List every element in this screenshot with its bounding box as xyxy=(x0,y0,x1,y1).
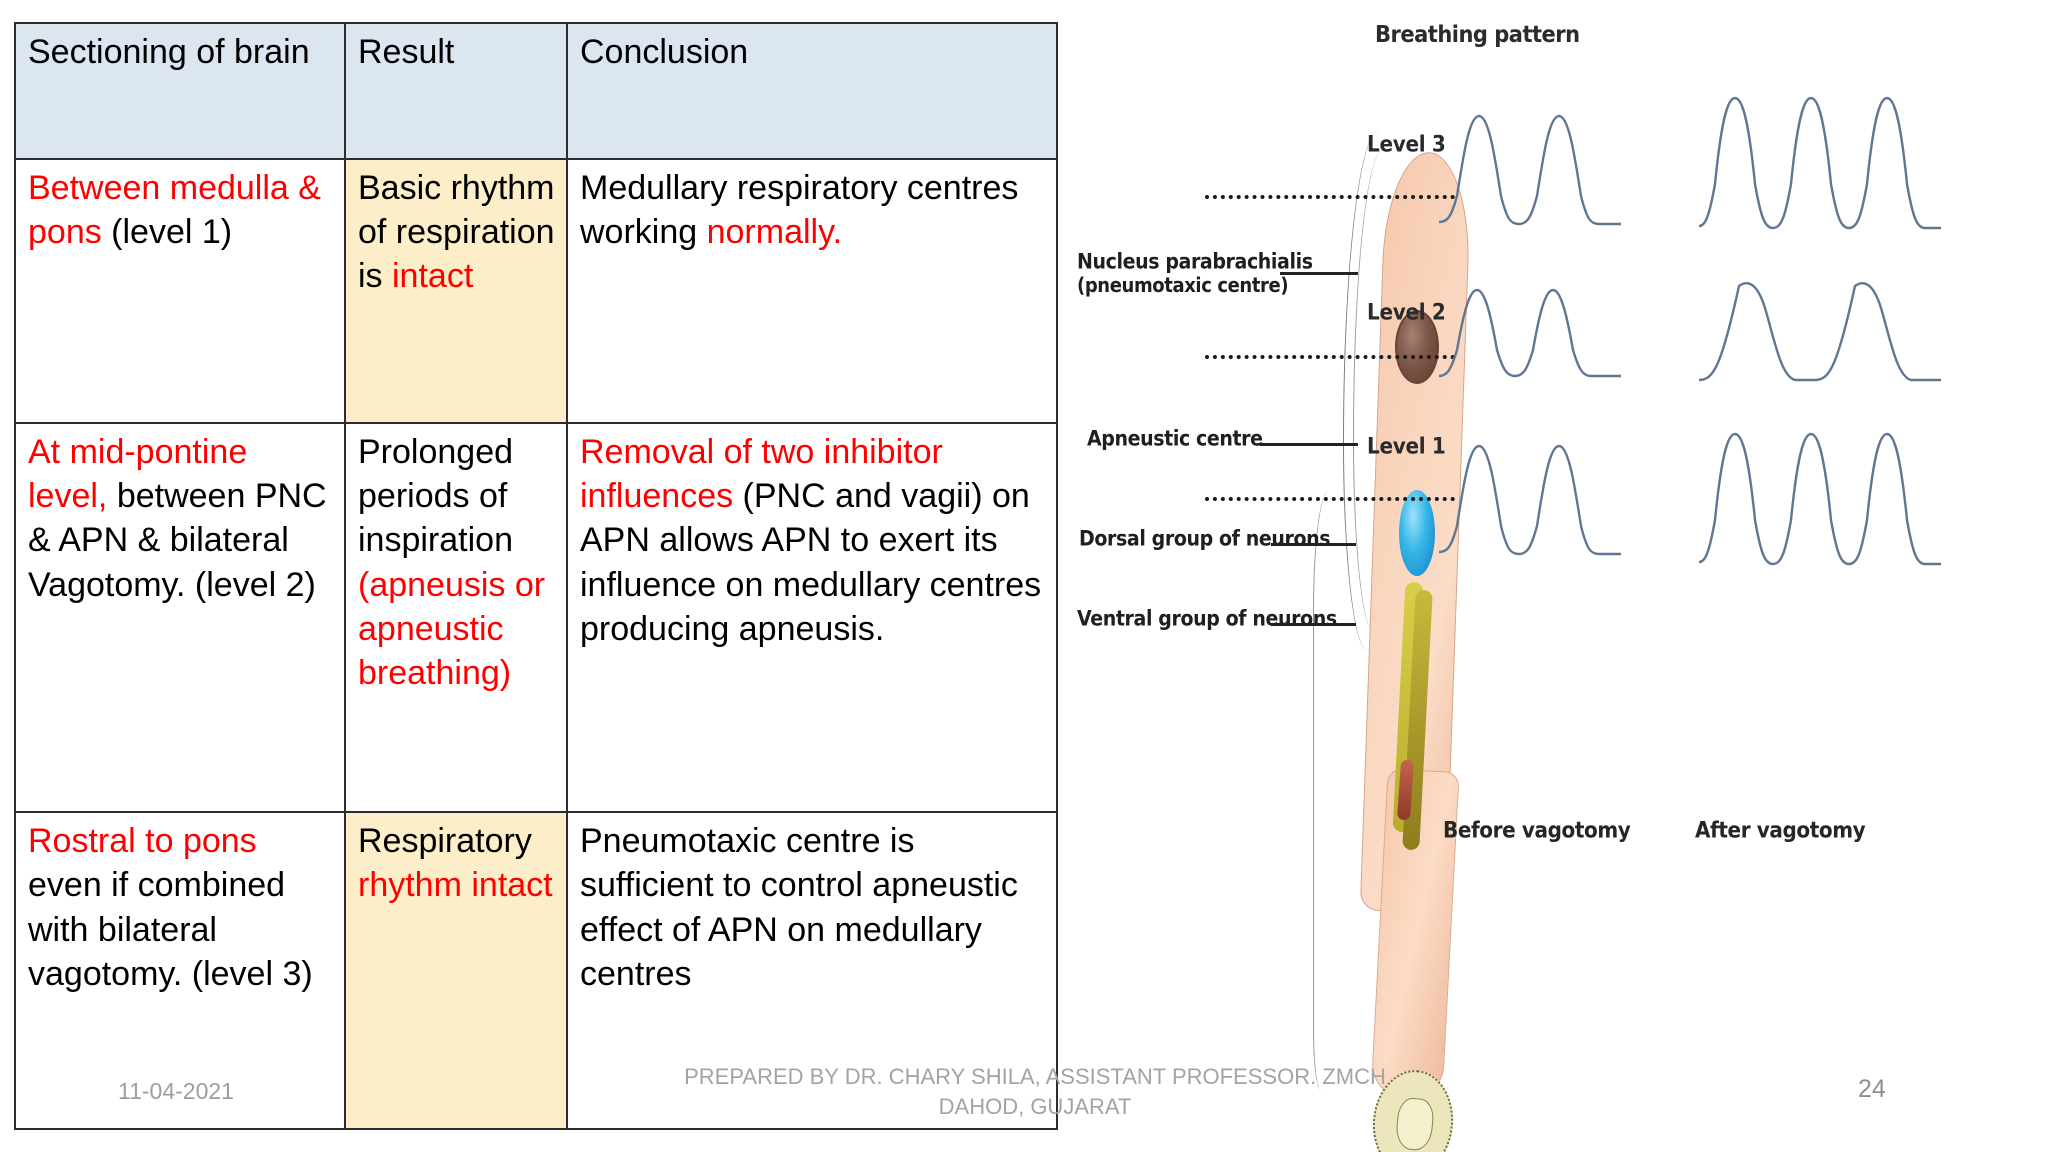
cell-result-3: Respiratory rhythm intact xyxy=(344,811,568,1130)
after-vagotomy-label: After vagotomy xyxy=(1695,816,1866,844)
cell-result-1: Basic rhythm of respiration is intact xyxy=(344,158,568,424)
brainstem-diagram: Breathing pattern Level 3 Level 2 Level … xyxy=(1075,0,2048,1152)
cell-text-black: (PNC and vagii) on APN allows APN to exe… xyxy=(580,477,1042,648)
cell-text-red: rhythm intact xyxy=(358,866,553,905)
column-header-sectioning: Sectioning of brain xyxy=(14,22,346,160)
brainstem-contour-inner-icon xyxy=(1353,150,1403,630)
cell-text-red: At mid-pontine level, xyxy=(28,432,248,516)
sectioning-results-table: Sectioning of brain Result Conclusion Be… xyxy=(14,22,1058,1130)
leader-line-ventral-group xyxy=(1271,623,1356,626)
level-2-label: Level 2 xyxy=(1367,298,1446,326)
waveform-level2-after xyxy=(1695,268,1945,398)
pneumotaxic-centre-sublabel: (pneumotaxic centre) xyxy=(1077,274,1289,298)
before-vagotomy-label: Before vagotomy xyxy=(1443,816,1631,844)
table-row: Rostral to pons even if combined with bi… xyxy=(14,811,1058,1130)
cell-text-black: between PNC & APN & bilateral Vagotomy. … xyxy=(28,477,327,604)
cell-text-black: Medullary respiratory centres working xyxy=(580,169,1019,252)
cell-conclusion-3: Pneumotaxic centre is sufficient to cont… xyxy=(566,811,1058,1130)
level-1-label: Level 1 xyxy=(1367,432,1446,460)
footer-credit-line-1: PREPARED BY DR. CHARY SHILA, ASSISTANT P… xyxy=(684,1064,1386,1089)
cell-text-red: intact xyxy=(392,257,474,296)
table-row: At mid-pontine level, between PNC & APN … xyxy=(14,421,1058,814)
cell-conclusion-1: Medullary respiratory centres working no… xyxy=(566,158,1058,424)
level-3-section-line xyxy=(1205,195,1455,199)
level-3-label: Level 3 xyxy=(1367,130,1446,158)
cell-text-black: Pneumotaxic centre is sufficient to cont… xyxy=(580,822,1018,993)
apneustic-centre-icon xyxy=(1399,490,1435,576)
dorsal-group-label: Dorsal group of neurons xyxy=(1079,526,1331,552)
table-row: Between medulla & pons (level 1) Basic r… xyxy=(14,158,1058,424)
cell-text-red: Rostral to pons xyxy=(28,822,257,861)
column-header-conclusion: Conclusion xyxy=(566,22,1058,160)
cell-text-black: Prolonged periods of inspiration xyxy=(358,432,514,560)
apneustic-centre-label: Apneustic centre xyxy=(1087,426,1263,452)
cell-text-red: Removal of two inhibitor influences xyxy=(580,432,943,516)
ventral-group-label: Ventral group of neurons xyxy=(1077,606,1337,632)
nucleus-parabrachialis-label-text: Nucleus parabrachialis xyxy=(1077,249,1313,275)
leader-line-nucleus-parabrachialis xyxy=(1280,272,1358,275)
waveform-level1-before xyxy=(1435,430,1625,570)
footer-date: 11-04-2021 xyxy=(118,1078,234,1104)
cell-conclusion-2: Removal of two inhibitor influences (PNC… xyxy=(566,421,1058,814)
cell-text-red: normally. xyxy=(706,213,843,252)
leader-line-dorsal-group xyxy=(1271,543,1356,546)
figure-title: Breathing pattern xyxy=(1375,20,1580,48)
waveform-level3-before xyxy=(1435,100,1625,240)
leader-line-apneustic-centre xyxy=(1260,443,1358,446)
cell-text-black: Basic rhythm of respiration is xyxy=(358,169,555,296)
slide-number: 24 xyxy=(1858,1075,1886,1103)
nucleus-parabrachialis-label: Nucleus parabrachialis (pneumotaxic cent… xyxy=(1077,249,1313,297)
cell-text-black: Respiratory xyxy=(358,822,532,861)
cell-result-2: Prolonged periods of inspiration (apneus… xyxy=(344,421,568,814)
cell-text-red: (apneusis or apneustic breathing) xyxy=(358,565,546,692)
level-2-section-line xyxy=(1205,355,1455,359)
footer-credit-line-2: DAHOD, GUJARAT xyxy=(938,1094,1132,1120)
brainstem-contour-lower-icon xyxy=(1313,490,1393,1090)
footer-credit: PREPARED BY DR. CHARY SHILA, ASSISTANT P… xyxy=(530,1062,1540,1123)
table-header-row: Sectioning of brain Result Conclusion xyxy=(14,22,1058,160)
cell-sectioning-1: Between medulla & pons (level 1) xyxy=(14,158,346,424)
brainstem-contour-icon xyxy=(1343,130,1403,650)
cell-text-red: Between medulla & pons xyxy=(28,169,321,252)
brainstem-illustration xyxy=(1223,70,1473,1152)
waveform-level1-after xyxy=(1695,424,1945,579)
level-1-section-line xyxy=(1205,497,1455,501)
nucleus-parabrachialis-icon xyxy=(1395,310,1439,384)
cell-sectioning-3: Rostral to pons even if combined with bi… xyxy=(14,811,346,1130)
waveform-level3-after xyxy=(1695,88,1945,243)
comparison-table-container: Sectioning of brain Result Conclusion Be… xyxy=(14,22,1058,1130)
cell-text-black: even if combined with bilateral vagotomy… xyxy=(28,866,313,993)
column-header-result: Result xyxy=(344,22,568,160)
cell-text-black: (level 1) xyxy=(101,213,233,252)
waveform-level2-before xyxy=(1435,272,1625,392)
cell-sectioning-2: At mid-pontine level, between PNC & APN … xyxy=(14,421,346,814)
